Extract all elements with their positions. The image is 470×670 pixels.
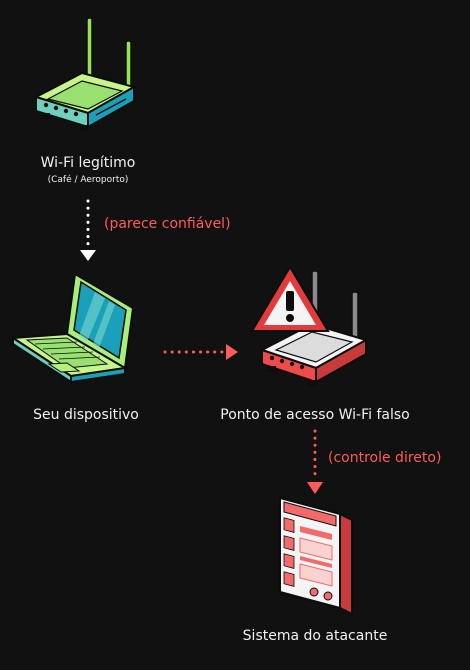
fake-router-icon <box>259 270 369 386</box>
legit-router-icon <box>33 17 137 131</box>
device-to-fake-ap-arrow <box>163 344 238 360</box>
fake-ap-to-attacker-arrow <box>307 429 323 494</box>
warning-icon <box>250 265 330 332</box>
legit-to-device-label: (parece confiável) <box>104 216 231 232</box>
device-label: Seu dispositivo <box>33 407 139 423</box>
legit-wifi-label: Wi-Fi legítimo <box>40 155 136 171</box>
laptop-icon <box>9 272 135 384</box>
legit-wifi-sublabel: (Café / Aeroporto) <box>47 175 129 185</box>
legit-to-device-arrow <box>80 199 96 261</box>
attacker-label: Sistema do atacante <box>242 628 388 644</box>
attacker-system-icon <box>279 496 353 616</box>
fake-ap-label: Ponto de acesso Wi-Fi falso <box>220 407 410 423</box>
fake-ap-to-attacker-label: (controle direto) <box>328 450 442 466</box>
